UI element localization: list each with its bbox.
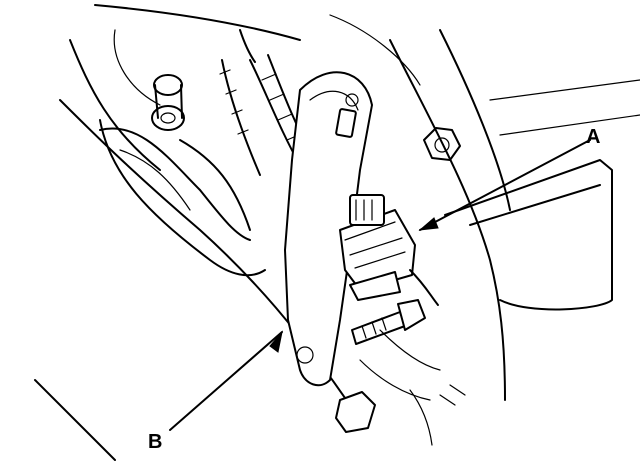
sensor-bolt <box>351 299 426 345</box>
right-panel <box>329 14 640 401</box>
edge-line <box>34 379 116 461</box>
mounting-bracket <box>284 71 373 387</box>
callout-label-a: A <box>586 126 600 148</box>
leader-line-b <box>169 330 283 431</box>
sensor-connector <box>339 194 439 306</box>
lower-components <box>335 329 466 446</box>
callout-label-b: B <box>148 431 162 453</box>
leader-line-a <box>418 139 591 231</box>
bolt-upper-left <box>151 74 185 131</box>
